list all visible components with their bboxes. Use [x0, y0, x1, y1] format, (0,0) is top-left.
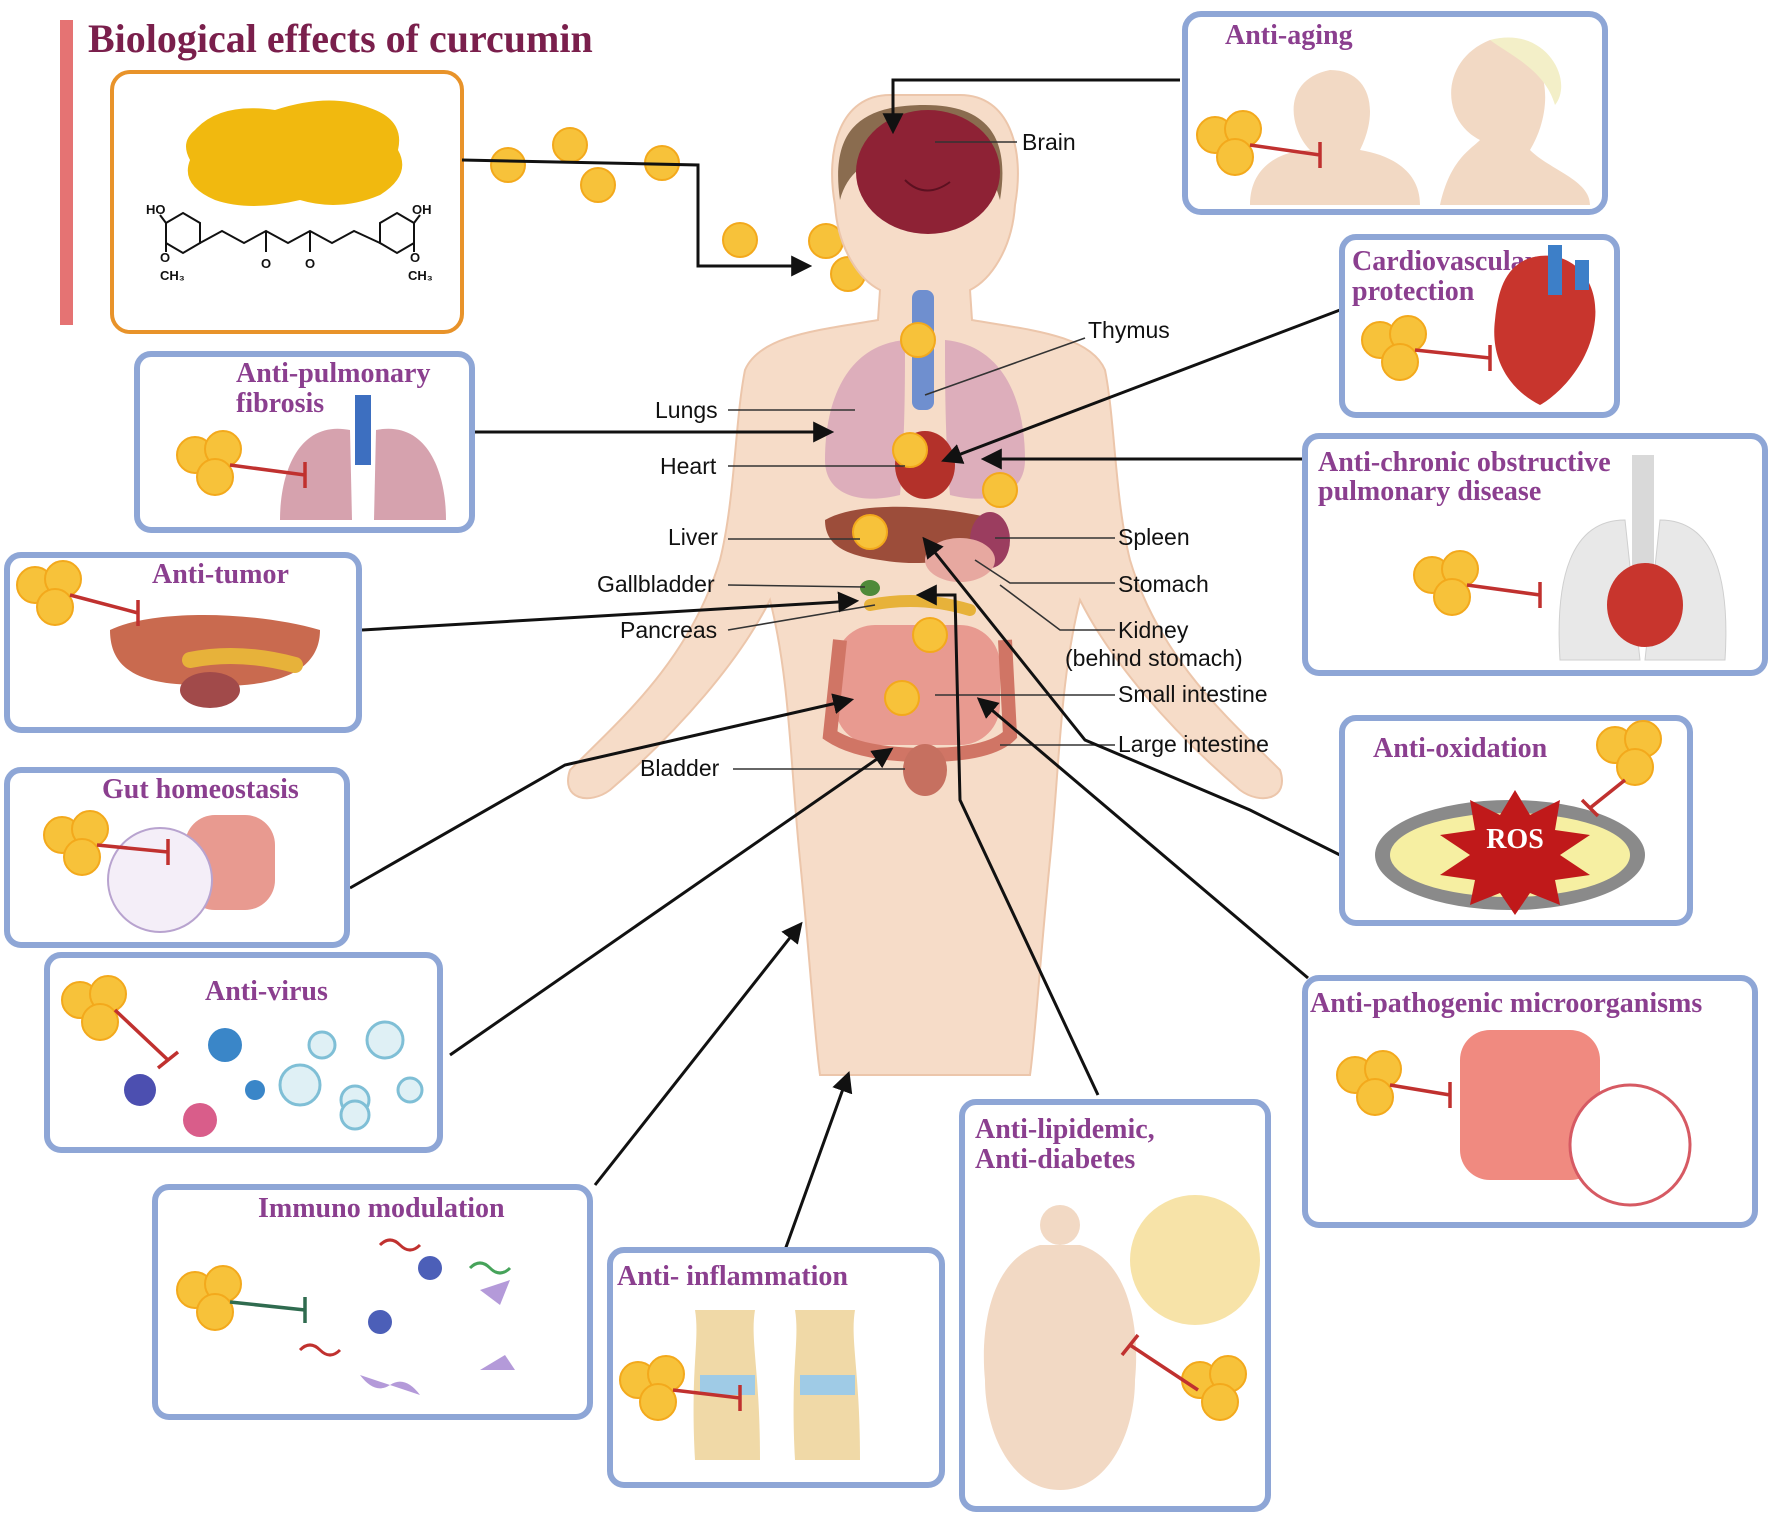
diagram-title: Biological effects of curcumin [88, 16, 593, 61]
brain [856, 110, 1000, 234]
organ-label: Bladder [640, 755, 720, 781]
title-accent-bar [60, 20, 73, 325]
effect-copd: Anti-chronic obstructive pulmonary disea… [1302, 433, 1768, 676]
effect-anti-lipidemic: Anti-lipidemic, Anti-diabetes [959, 1099, 1271, 1512]
organ-label: Stomach [1118, 571, 1209, 597]
effect-title: Anti-chronic obstructive [1318, 447, 1611, 478]
effect-title: Anti-pulmonary [236, 358, 430, 389]
molecule-label: OH [412, 202, 432, 217]
effect-anti-tumor: Anti-tumor [4, 552, 362, 733]
organ-label: Thymus [1088, 317, 1170, 343]
effect-title: Anti-lipidemic, [975, 1114, 1155, 1145]
left-lung [825, 340, 905, 499]
effect-immuno-modulation: Immuno modulation [152, 1184, 593, 1420]
organ-curcumin-particles [852, 322, 1018, 716]
effect-gut-homeostasis: Gut homeostasis [4, 767, 350, 948]
stomach [925, 538, 995, 582]
molecule-label: O [305, 256, 315, 271]
effect-anti-virus: Anti-virus [44, 952, 443, 1153]
effect-cardiovascular: Cardiovascular protection [1339, 234, 1620, 418]
ros-label: ROS [1486, 824, 1544, 855]
effect-title: protection [1352, 276, 1475, 307]
organ-label: Gallbladder [597, 571, 715, 597]
organ-label: Lungs [655, 397, 718, 423]
effect-anti-inflammation: Anti- inflammation [607, 1247, 945, 1488]
effect-title: Anti-aging [1225, 20, 1353, 51]
organ-label: Small intestine [1118, 681, 1268, 707]
effect-title: Anti- inflammation [617, 1261, 848, 1292]
bladder [903, 744, 947, 796]
organ-label: Liver [668, 524, 718, 550]
gallbladder [860, 580, 880, 596]
effect-title: Anti-pathogenic microorganisms [1310, 988, 1702, 1019]
effect-pulmonary-fibrosis: Anti-pulmonary fibrosis [134, 351, 475, 533]
effect-anti-pathogenic: Anti-pathogenic microorganisms [1302, 975, 1758, 1228]
molecule-label: HO [146, 202, 166, 217]
organ-label: Kidney [1118, 617, 1189, 643]
molecule-label: CH₃ [160, 268, 185, 283]
effect-anti-oxidation: Anti-oxidation ROS [1339, 715, 1693, 926]
effect-title: Cardiovascular [1352, 246, 1537, 277]
organ-label: Spleen [1118, 524, 1190, 550]
organ-label: (behind stomach) [1065, 645, 1243, 671]
molecule-label: O [261, 256, 271, 271]
molecule-label: O [160, 250, 170, 265]
organ-label: Brain [1022, 129, 1076, 155]
curcumin-powder [186, 100, 403, 206]
effect-title: Anti-virus [205, 976, 328, 1007]
effect-anti-aging: Anti-aging [1182, 11, 1608, 215]
curcumin-molecule [159, 211, 421, 255]
effect-title: Anti-tumor [152, 559, 289, 590]
curcumin-box: HO OH O O O O CH₃ CH₃ [110, 70, 464, 334]
molecule-label: O [410, 250, 420, 265]
effect-title: Anti-oxidation [1373, 733, 1548, 764]
curcumin-intake-arrow [461, 158, 813, 277]
organ-label: Pancreas [620, 617, 717, 643]
effect-arrows [349, 78, 1341, 1251]
effect-title: Gut homeostasis [102, 774, 299, 805]
effect-title: fibrosis [236, 388, 324, 419]
effect-title: Anti-diabetes [975, 1144, 1135, 1175]
organ-label: Large intestine [1118, 731, 1269, 757]
organ-label: Heart [660, 453, 717, 479]
molecule-label: CH₃ [408, 268, 433, 283]
effect-title: Immuno modulation [258, 1193, 505, 1224]
organ-labels: Brain Thymus Lungs Heart Liver Spleen Ga… [597, 129, 1269, 781]
effect-title: pulmonary disease [1318, 476, 1541, 507]
